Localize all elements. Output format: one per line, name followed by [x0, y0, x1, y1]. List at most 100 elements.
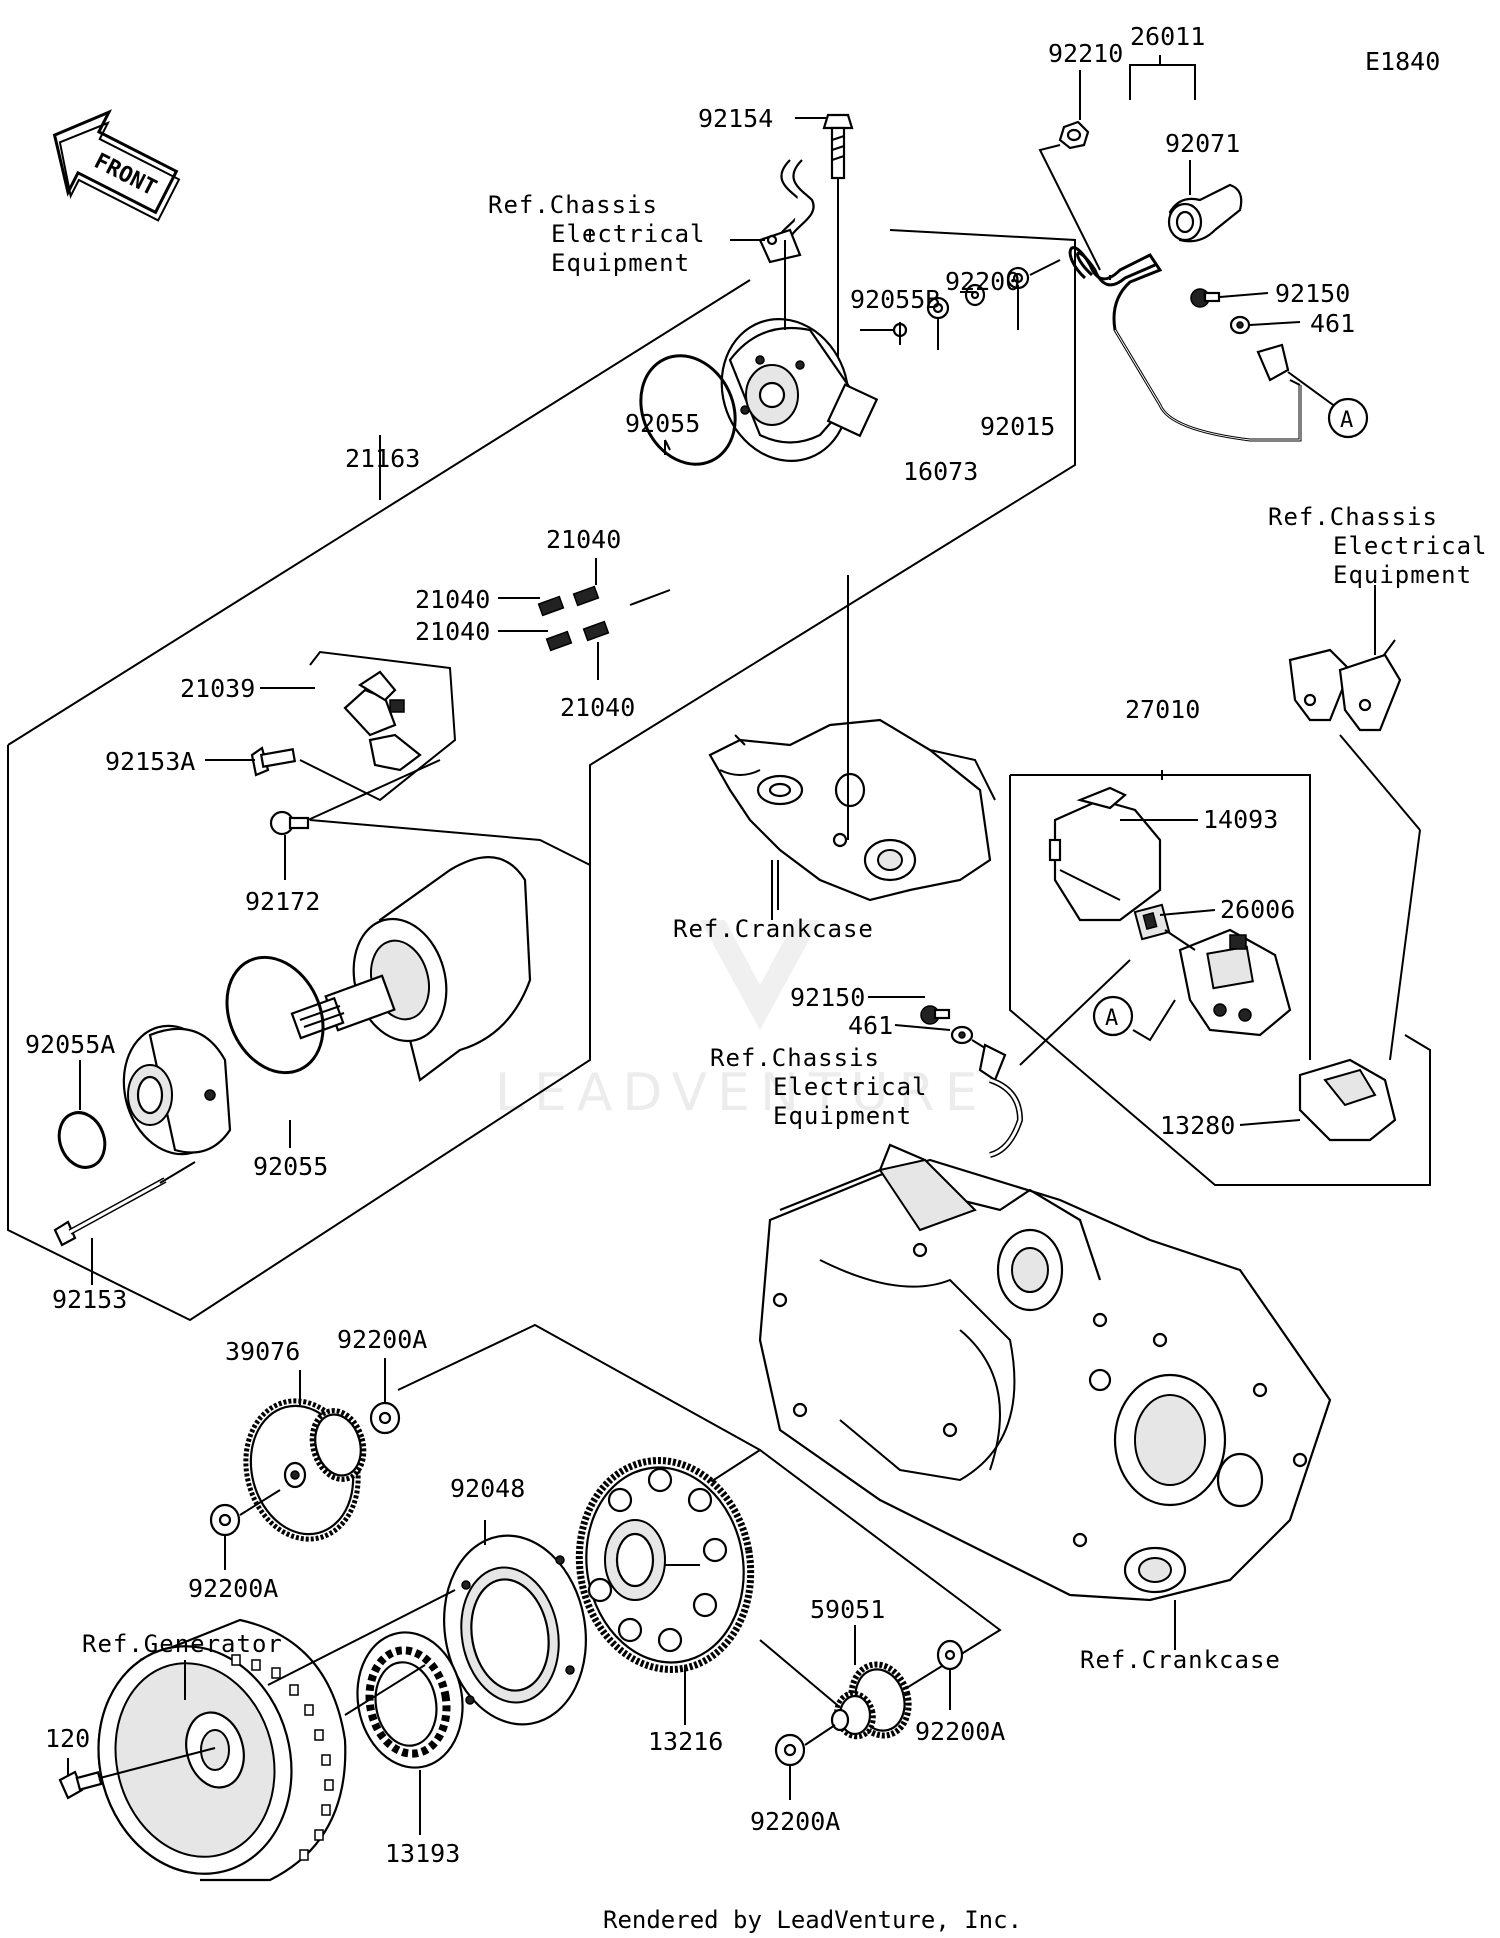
label-13216: 13216: [648, 1727, 723, 1756]
label-92071: 92071: [1165, 129, 1240, 158]
label-26011: 26011: [1130, 22, 1205, 51]
brushes-21040: [537, 585, 671, 652]
label-92153A: 92153A: [105, 747, 195, 776]
screw-92172: [269, 759, 441, 836]
starter-relay: [1178, 928, 1292, 1037]
label-13193: 13193: [385, 1839, 460, 1868]
nut-92015: [1006, 266, 1030, 290]
nut-92210: [1038, 120, 1101, 271]
washer-461-lower: [950, 1025, 974, 1045]
starter-clutch-92048: [443, 1534, 587, 1726]
idler-gear-39076: [243, 1398, 367, 1542]
callout-a-lower: A: [1092, 995, 1176, 1042]
label-120: 120: [45, 1724, 90, 1753]
label-21040-left1: 21040: [415, 585, 490, 614]
ref-chassis-3-line3: Equipment: [773, 1102, 912, 1130]
washer-461-upper: [1229, 315, 1251, 335]
ref-chassis-2-line2: Electrical: [1333, 532, 1488, 560]
label-92055-lower: 92055: [253, 1152, 328, 1181]
bolt-92150-lower: [920, 1005, 951, 1025]
label-92150-lower: 92150: [790, 983, 865, 1012]
washer-92200: [964, 283, 986, 307]
reference-labels: Ref.Chassis Electrical Equipment Ref.Cha…: [82, 191, 1488, 1674]
label-92055B: 92055B: [850, 285, 940, 314]
label-59051: 59051: [810, 1595, 885, 1624]
starter-end-cover: [720, 240, 879, 463]
brush-holder-21039: [299, 650, 457, 802]
label-21040-bottom: 21040: [560, 693, 635, 722]
washer-92200A-1: [369, 1401, 401, 1435]
label-461-lower: 461: [848, 1011, 893, 1040]
ref-chassis-2-line3: Equipment: [1333, 561, 1472, 589]
ref-crankcase-1: Ref.Crankcase: [673, 915, 874, 943]
svg-text:A: A: [1340, 408, 1353, 433]
generator-rotor: [97, 1618, 347, 1882]
washer-16073: [926, 296, 950, 320]
front-arrow: FRONT: [52, 109, 181, 222]
washer-92200A-4: [774, 1733, 806, 1767]
ref-chassis-1-line1: Ref.Chassis: [488, 191, 658, 219]
starter-cable-26011: [1068, 246, 1341, 442]
o-ring-92055-lower: [225, 955, 325, 1075]
label-21040-top: 21040: [546, 525, 621, 554]
label-92055A: 92055A: [25, 1030, 115, 1059]
label-92154: 92154: [698, 104, 773, 133]
svg-text:A: A: [1105, 1006, 1118, 1031]
label-26006: 26006: [1220, 895, 1295, 924]
label-39076: 39076: [225, 1337, 300, 1366]
label-13280: 13280: [1160, 1111, 1235, 1140]
footer-credit: Rendered by LeadVenture, Inc.: [603, 1906, 1022, 1934]
starter-gear-13216: [575, 1457, 755, 1673]
fuse-26006: [1133, 903, 1171, 941]
bearing-13193: [356, 1631, 464, 1769]
label-21040-left2: 21040: [415, 617, 490, 646]
bolt-92150-upper: [1190, 288, 1221, 308]
label-92055-upper: 92055: [625, 409, 700, 438]
bolt-120: [58, 1747, 216, 1800]
watermark-text: LEADVENTURE: [495, 1063, 988, 1123]
label-92200: 92200: [945, 267, 1020, 296]
relay-cover-13280: [1298, 1058, 1397, 1142]
ref-generator: Ref.Generator: [82, 1630, 283, 1658]
relay-frame-27010: [1009, 774, 1431, 1186]
ref-chassis-3-line1: Ref.Chassis: [710, 1044, 880, 1072]
crankcase-ref-large: [758, 1143, 1332, 1650]
gear-59051: [830, 1661, 912, 1740]
starter-assembly-frame: [7, 229, 1076, 1322]
leader-lines: [67, 55, 1301, 1835]
crankcase-ref-mid: [708, 718, 996, 902]
label-92150-upper: 92150: [1275, 279, 1350, 308]
label-92015: 92015: [980, 412, 1055, 441]
relay-bracket: [1288, 585, 1421, 1061]
ref-chassis-3-line2: Electrical: [773, 1073, 928, 1101]
washer-92200A-3: [936, 1639, 964, 1671]
label-92210: 92210: [1048, 39, 1123, 68]
ref-chassis-1-line3: Equipment: [551, 249, 690, 277]
screw-92153A: [250, 746, 297, 777]
watermark: LEADVENTURE: [495, 920, 988, 1123]
label-92172: 92172: [245, 887, 320, 916]
ref-chassis-1-line2: Electrical: [551, 220, 706, 248]
label-92200A-2: 92200A: [188, 1574, 278, 1603]
callout-a-upper: A: [1327, 397, 1369, 439]
starter-motor-body: [290, 819, 591, 1082]
starter-front-cover: [122, 1024, 232, 1156]
diagram-code: E1840: [1365, 47, 1440, 76]
cable-lower: [971, 959, 1131, 1158]
ref-crankcase-2: Ref.Crankcase: [1080, 1646, 1281, 1674]
label-92048: 92048: [450, 1474, 525, 1503]
starter-cable-top: [730, 159, 815, 264]
label-21039: 21039: [180, 674, 255, 703]
relay-cover-14093: [1048, 786, 1162, 922]
cap-92071: [1167, 183, 1243, 243]
label-92200A-1: 92200A: [337, 1325, 427, 1354]
label-27010: 27010: [1125, 695, 1200, 724]
label-21163: 21163: [345, 444, 420, 473]
label-92153: 92153: [52, 1285, 127, 1314]
label-92200A-4: 92200A: [750, 1807, 840, 1836]
label-461-upper: 461: [1310, 309, 1355, 338]
o-ring-92055A: [57, 1111, 107, 1169]
label-16073: 16073: [903, 457, 978, 486]
ref-chassis-2-line1: Ref.Chassis: [1268, 503, 1438, 531]
